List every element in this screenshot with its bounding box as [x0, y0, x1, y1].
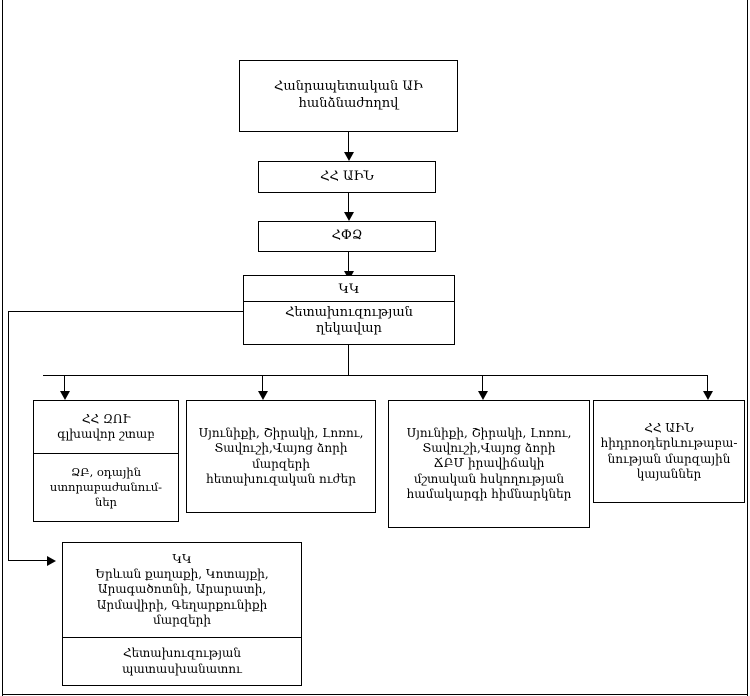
emergency-coordinators-line-3: ՃԲՄ իրավիճակի	[433, 456, 545, 471]
page-frame-bottom-rule	[2, 694, 748, 695]
kk-head-subtitle-line-1: Հետախուզության	[285, 304, 413, 320]
armed-forces-staff-title: ՀՀ ԶՈՒ գլխավոր շտաբ	[34, 401, 178, 453]
hh-ain-body: ՀՀ ԱԻՆ	[259, 166, 435, 189]
emergency-coordinators-line-4: մշտական հսկողության	[413, 471, 565, 486]
emergency-coordinators-line-1: Սյունիքի, Շիրակի, Լոռու,	[406, 425, 572, 440]
regional-recon-forces-line-4: հետախուզական ուժեր	[206, 471, 356, 486]
armed-forces-staff-units-line-3: ներ	[95, 494, 117, 509]
armed-forces-staff-title-line-2: գլխավոր շտաբ	[57, 427, 155, 441]
connector-commission-to-ain-line	[348, 132, 349, 155]
node-hh-ain[interactable]: ՀՀ ԱԻՆ	[258, 161, 436, 193]
node-kk-reconnaissance-head[interactable]: ԿԿ Հետախուզության ղեկավար	[243, 275, 455, 345]
page-frame-left-rule	[2, 0, 3, 696]
page-frame-right-rule	[747, 0, 748, 696]
kk-head-title: ԿԿ	[244, 279, 454, 301]
elbow-to-kk-regions-arrow	[47, 556, 56, 566]
node-emergency-situation-coordinators[interactable]: Սյունիքի, Շիրակի, Լոռու, Տավուշի,Վայոց ձ…	[388, 400, 590, 528]
level-5-distribution-bus	[43, 375, 708, 376]
connector-ain-to-hfd-line	[348, 193, 349, 215]
kk-regions-responsible-line-2: պատասխանատու	[122, 661, 242, 676]
kk-regions-responsible-line-1: Հետախուզության	[122, 646, 241, 661]
drop-to-regional-recon-forces-line	[262, 375, 263, 394]
kk-regions-title-line-3: Արագածոտնի, Արարատի,	[97, 582, 267, 597]
emergency-coordinators-body: Սյունիքի, Շիրակի, Լոռու, Տավուշի,Վայոց ձ…	[389, 423, 589, 506]
node-regional-reconnaissance-forces[interactable]: Սյունիքի, Շիրակի, Լոռու, Տավուշի,Վայոց ձ…	[186, 400, 376, 513]
elbow-head-left-segment	[8, 311, 244, 312]
kk-regions-title-line-2: Երևան քաղաքի, Կոտայքի,	[95, 566, 269, 581]
drop-to-emergency-coordinators-line	[482, 375, 483, 394]
regional-recon-forces-line-2: Տավուշի,Վայոց ձորի	[214, 441, 348, 456]
regional-recon-forces-line-3: մարզերի	[252, 456, 310, 471]
republican-commission-body: Հանրապետական ԱԻ հանձնաժողով	[240, 76, 457, 115]
drop-to-armed-forces-staff-line	[64, 375, 65, 394]
connector-commission-to-ain-arrow	[344, 152, 354, 161]
connector-ain-to-hfd-arrow	[344, 212, 354, 221]
armed-forces-staff-units: ՁԲ, օդային ստորաբաժանում- ներ	[34, 453, 178, 521]
drop-to-hydromet-stations-arrow	[703, 391, 713, 400]
node-armed-forces-general-staff[interactable]: ՀՀ ԶՈՒ գլխավոր շտաբ ՁԲ, օդային ստորաբաժա…	[33, 400, 179, 522]
node-kk-regional-reconnaissance-responsible[interactable]: ԿԿ Երևան քաղաքի, Կոտայքի, Արագածոտնի, Ար…	[62, 542, 302, 686]
kk-regions-responsible: Հետախուզության պատասխանատու	[63, 637, 301, 685]
kk-regions-title-line-5: մարզերի	[153, 613, 211, 628]
kk-regions-title: ԿԿ Երևան քաղաքի, Կոտայքի, Արագածոտնի, Ար…	[63, 543, 301, 637]
hydromet-stations-line-3: նության մարզային	[607, 451, 731, 466]
armed-forces-staff-units-line-1: ՁԲ, օդային	[70, 465, 142, 480]
hfd-line-1: ՀՓՁ	[331, 228, 363, 244]
drop-to-regional-recon-forces-arrow	[258, 391, 268, 400]
node-hydrometeorology-regional-stations[interactable]: ՀՀ ԱԻՆ հիդրոօդերևութաբա- նության մարզայի…	[593, 400, 745, 503]
hh-ain-line-1: ՀՀ ԱԻՆ	[320, 168, 374, 184]
kk-head-subtitle: Հետախուզության ղեկավար	[244, 300, 454, 341]
connector-head-to-bus-line	[348, 345, 349, 375]
connector-hfd-to-head-line	[348, 252, 349, 274]
kk-regions-title-line-4: Արմավիրի, Գեղարքունիքի	[96, 597, 268, 612]
node-hfd[interactable]: ՀՓՁ	[258, 221, 436, 252]
emergency-coordinators-line-2: Տավուշի,Վայոց ձորի	[422, 440, 556, 455]
kk-head-subtitle-line-2: ղեկավար	[316, 321, 382, 337]
armed-forces-staff-title-line-1: ՀՀ ԶՈՒ	[81, 411, 131, 426]
regional-recon-forces-line-1: Սյունիքի, Շիրակի, Լոռու,	[198, 425, 364, 440]
republican-commission-line-2: հանձնաժողով	[298, 96, 399, 111]
hydromet-stations-line-2: հիդրոօդերևութաբա-	[600, 436, 738, 451]
node-republican-commission[interactable]: Հանրապետական ԱԻ հանձնաժողով	[239, 60, 458, 132]
emergency-coordinators-line-5: համակարգի հիմնարկներ	[406, 487, 572, 502]
armed-forces-staff-units-line-2: ստորաբաժանում-	[49, 480, 163, 495]
drop-to-hydromet-stations-line	[707, 375, 708, 394]
kk-regions-title-line-1: ԿԿ	[172, 551, 192, 566]
drop-to-emergency-coordinators-arrow	[478, 391, 488, 400]
kk-head-title-line-1: ԿԿ	[338, 282, 360, 298]
hydromet-stations-body: ՀՀ ԱԻՆ հիդրոօդերևութաբա- նության մարզայի…	[594, 418, 744, 485]
hydromet-stations-line-4: կայաններ	[636, 466, 702, 481]
hfd-body: ՀՓՁ	[259, 225, 435, 248]
elbow-bottom-segment	[8, 560, 48, 561]
regional-recon-forces-body: Սյունիքի, Շիրակի, Լոռու, Տավուշի,Վայոց ձ…	[187, 423, 375, 490]
drop-to-armed-forces-staff-arrow	[60, 391, 70, 400]
hydromet-stations-line-1: ՀՀ ԱԻՆ	[644, 420, 694, 435]
elbow-left-vertical-segment	[8, 311, 9, 560]
republican-commission-line-1: Հանրապետական ԱԻ	[274, 79, 423, 95]
